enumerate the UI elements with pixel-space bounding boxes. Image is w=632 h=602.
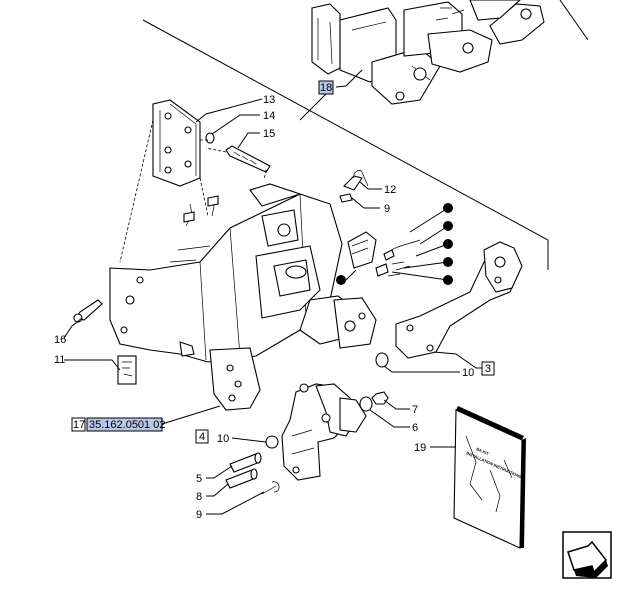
construction-line — [119, 119, 267, 263]
callout-11: 11 — [54, 354, 65, 366]
bushing-10-drawing — [265, 435, 279, 449]
hook-bracket-drawing — [395, 241, 523, 359]
boundary-line-2 — [299, 89, 331, 121]
bushing-drawing — [375, 352, 389, 368]
boundary-line — [142, 19, 549, 270]
control-parts-drawing — [347, 231, 421, 277]
hook-assembly-drawing — [281, 383, 367, 481]
main-frame-drawing — [109, 183, 377, 411]
callout-10-left: 10 — [217, 433, 229, 445]
boundary-line-3 — [559, 0, 589, 41]
callout-15: 15 — [263, 128, 275, 140]
clip-9-drawing — [261, 481, 280, 495]
callout-10-right: 10 — [462, 367, 474, 379]
manual-line-1: BA KIT — [476, 446, 491, 456]
callout-18[interactable]: 18 — [320, 82, 332, 94]
bolt-16-drawing — [73, 299, 103, 323]
decal-drawing — [117, 355, 137, 385]
callout-13: 13 — [263, 94, 275, 106]
callout-5: 5 — [196, 473, 202, 485]
callout-17-box — [71, 417, 86, 432]
instruction-manual-drawing: BA KIT INSTALLATION INSTRUCTIONS — [453, 406, 526, 549]
callout-8: 8 — [196, 491, 202, 503]
leader-lines — [63, 69, 482, 515]
callout-14: 14 — [263, 110, 275, 122]
washer-drawing — [205, 132, 215, 144]
bullet-leaders — [345, 207, 449, 281]
bullet-6 — [336, 275, 346, 285]
callout-3-box — [481, 361, 495, 376]
bolt-drawing — [225, 145, 271, 173]
cross-reference-text[interactable]: 35.162.0501 02 — [89, 419, 165, 431]
upper-assembly-drawing — [311, 0, 545, 105]
callout-19: 19 — [414, 442, 426, 454]
callout-6: 6 — [412, 422, 418, 434]
callout-4: 4 — [199, 431, 205, 443]
hitch-pin-drawing — [339, 170, 369, 203]
callout-17: 17 — [73, 419, 85, 431]
next-page-arrow-icon[interactable] — [562, 531, 612, 579]
callout-12: 12 — [384, 184, 396, 196]
callout-4-box — [195, 429, 209, 444]
callout-7: 7 — [412, 404, 418, 416]
callout-18-box[interactable] — [318, 80, 334, 95]
callout-3: 3 — [485, 363, 491, 375]
cross-reference-link[interactable] — [86, 417, 163, 432]
nut-drawing — [371, 391, 389, 405]
pin-5-drawing — [229, 452, 262, 473]
callout-9-top: 9 — [384, 203, 390, 215]
callout-9-bottom: 9 — [196, 509, 202, 521]
washer-6-drawing — [359, 396, 373, 412]
pin-8-drawing — [225, 468, 258, 489]
callout-16: 16 — [54, 334, 66, 346]
bracket-plate-drawing — [152, 99, 201, 187]
